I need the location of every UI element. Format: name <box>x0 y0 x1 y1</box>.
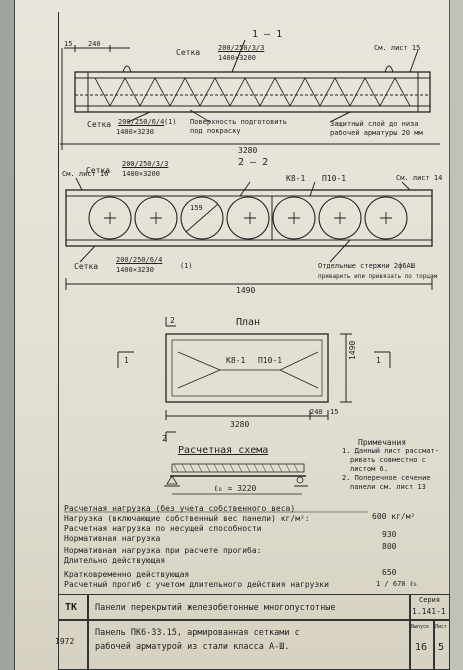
scan-right-edge <box>449 0 463 670</box>
note-1: 1. Данный лист рассмат- <box>342 447 439 455</box>
dim-left-small: 15 <box>64 40 73 48</box>
mesh-bottom-size: 1400×3230 <box>116 128 154 136</box>
plan-mark-left: 1 <box>124 356 129 365</box>
plan-section-mark-bottom: 2 <box>162 434 167 443</box>
tb-issue-no: 16 <box>415 642 428 653</box>
tb-panel-desc-cell: Панель ПК6-33.15, армированная сетками с… <box>88 620 410 670</box>
tb-sheet-no: 5 <box>438 642 445 653</box>
note-cover: Защитный слой до низа <box>330 120 419 128</box>
load-row-4-value: 800 <box>382 542 397 551</box>
tb-issue-cell: Выпуск 16 <box>410 620 434 670</box>
plan-title: План <box>236 317 261 328</box>
overall-width-dim: 1490 <box>236 286 256 295</box>
note-2: 2. Поперечное сечение <box>342 474 431 482</box>
mesh-bottom-spec-2: 200/250/6/4 <box>116 256 163 264</box>
plan-mark-k8: К8-1 <box>226 356 246 365</box>
load-row-8-value: 1 / 670 ℓ₀ <box>376 580 418 588</box>
ref-sheet-right: См. лист 15 <box>374 44 421 52</box>
note-rods: Отдельные стержни 2ф6АШ <box>318 262 415 270</box>
note-2b: панели см. лист 13 <box>350 483 426 491</box>
mesh-top-spec: 200/250/3/3 <box>218 44 265 52</box>
mark-p10: П10-1 <box>322 174 347 183</box>
overall-length-dim: 3280 <box>238 146 258 155</box>
load-row-5: Нормативная нагрузка при расчете прогиба… <box>64 546 262 555</box>
scheme-title: Расчетная схема <box>178 445 269 456</box>
hole-dim: 159 <box>190 204 203 212</box>
tb-sheet-cell: Лист 5 <box>434 620 450 670</box>
plan-dim-height: 1490 <box>348 340 357 360</box>
tb-issue-label: Выпуск <box>411 624 430 630</box>
tb-code: ТК <box>65 602 78 613</box>
tb-panel-desc-1: Панель ПК6-33.15, армированная сетками с <box>95 628 300 638</box>
mesh-top-size: 1400×3200 <box>218 54 256 62</box>
mesh-bottom-suffix-2: (1) <box>180 262 193 270</box>
load-row-6: Длительно действующая <box>64 556 166 565</box>
load-row-7-value: 650 <box>382 568 397 577</box>
load-row-7: Кратковременно действующая <box>64 570 190 579</box>
scan-left-edge <box>0 0 15 670</box>
mesh-top-size-2: 1400×3200 <box>122 170 160 178</box>
note-cover-2: рабочей арматуры 20 мм <box>330 129 423 137</box>
load-row-2: Нагрузка (включающие собственный вес пан… <box>64 514 310 523</box>
section-1-1-view <box>60 39 440 150</box>
tb-series-label: Серия <box>419 596 441 604</box>
mark-k8: К8-1 <box>286 174 306 183</box>
plan-dim-small: 240 <box>310 408 323 416</box>
tb-year-cell: 1972 <box>55 620 88 670</box>
plan-dim-tiny: 15 <box>330 408 339 416</box>
tb-code-cell: ТК <box>58 594 88 620</box>
mesh-bottom-label-2: Сетка <box>74 262 99 271</box>
tb-series-no: 1.141-1 <box>412 607 446 616</box>
tb-panel-desc-2: рабочей арматурой из стали класса А-Ш. <box>95 642 290 652</box>
load-row-4: Нормативная нагрузка <box>64 534 161 543</box>
dim-left: 240 <box>88 40 101 48</box>
notes-heading: Примечания <box>358 438 407 447</box>
tb-sheet-label: Лист <box>435 624 448 630</box>
tb-series-title-cell: Панели перекрытий железобетонные многопу… <box>88 594 410 620</box>
load-row-3-value: 930 <box>382 530 397 539</box>
drawing-frame <box>58 12 451 660</box>
plan-mark-right: 1 <box>376 356 381 365</box>
scheme-span: ℓ₀ = 3220 <box>214 484 257 493</box>
tb-series-title: Панели перекрытий железобетонные многопу… <box>95 603 336 613</box>
section-1-title: 1 — 1 <box>252 29 283 40</box>
note-1c: листом 6. <box>350 465 388 473</box>
calc-scheme-view <box>164 463 308 495</box>
note-1b: ривать совместно с <box>350 456 426 464</box>
load-row-3: Расчетная нагрузка по несущей способност… <box>64 524 262 533</box>
mesh-bottom-size-2: 1400×3230 <box>116 266 154 274</box>
section-2-2-view <box>65 177 433 290</box>
ref-left: См. лист 16 <box>62 170 109 178</box>
mesh-top-label-2: Сетка <box>86 166 111 175</box>
mesh-top-label: Сетка <box>176 48 201 57</box>
tb-series-cell: Серия 1.141-1 <box>410 594 450 620</box>
plan-view <box>117 317 391 442</box>
note-rods-2: приварить или привязать по торцам <box>318 273 438 280</box>
plan-dim-length: 3280 <box>230 420 250 429</box>
note-surface: Поверхность подготовить <box>190 118 287 126</box>
section-2-title: 2 — 2 <box>238 157 269 168</box>
notes-block: Примечания 1. Данный лист рассмат- риват… <box>342 438 439 492</box>
mesh-bottom-label: Сетка <box>87 120 112 129</box>
note-surface-2: под покраску <box>190 127 241 135</box>
mesh-bottom-suffix: (1) <box>164 118 177 126</box>
title-block: ТК 1972 Панели перекрытий железобетонные… <box>55 594 450 670</box>
load-row-1: Расчетная нагрузка (без учета собственно… <box>64 504 296 513</box>
plan-section-mark-top: 2 <box>170 316 175 325</box>
ref-right: См. лист 14 <box>396 174 443 182</box>
load-row-1-value: 600 кг/м² <box>372 512 416 521</box>
plan-mark-p10: П10-1 <box>258 356 283 365</box>
tb-year: 1972 <box>55 637 75 646</box>
mesh-top-spec-2: 200/250/3/3 <box>122 160 169 168</box>
load-row-8: Расчетный прогиб с учетом длительного де… <box>64 580 329 589</box>
mesh-bottom-spec: 200/250/6/4 <box>118 118 165 126</box>
